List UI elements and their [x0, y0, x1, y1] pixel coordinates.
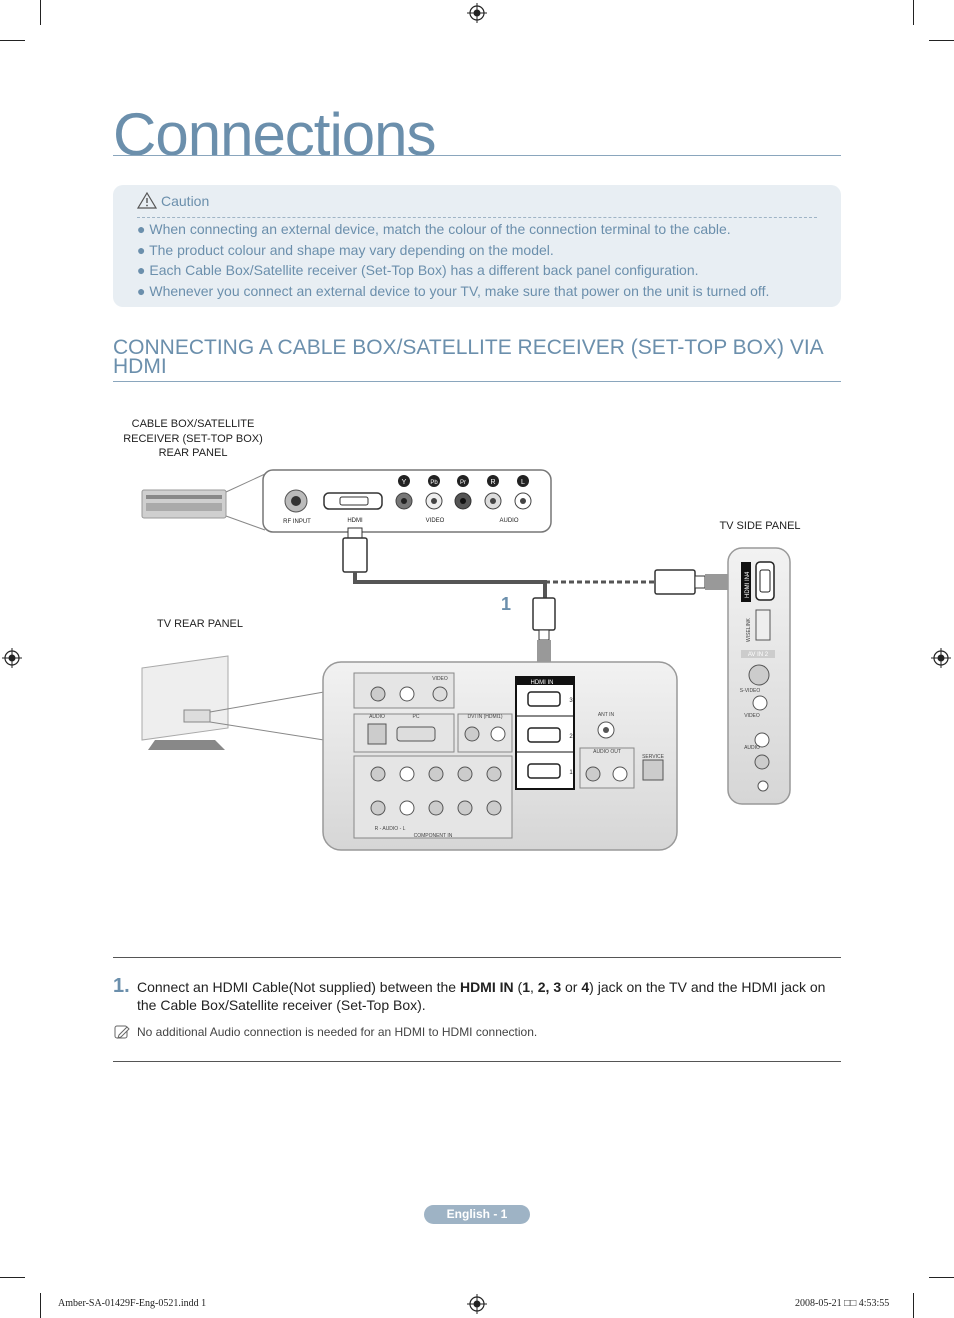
- crop-mark: [913, 0, 914, 25]
- registration-mark-icon: [931, 648, 951, 668]
- audio-lr-label: R - AUDIO - L: [375, 826, 406, 832]
- hdmi-cable: [343, 528, 745, 680]
- footer-filename: Amber-SA-01429F-Eng-0521.indd 1: [58, 1298, 206, 1309]
- step-text: Connect an HDMI Cable(Not supplied) betw…: [137, 978, 837, 1014]
- ant-in-label: ANT IN: [598, 712, 615, 718]
- warning-triangle-icon: [137, 192, 157, 209]
- divider: [113, 957, 841, 958]
- crop-mark: [929, 40, 954, 41]
- step-number: 1.: [113, 975, 130, 998]
- av-in2-label: AV IN 2: [748, 652, 769, 658]
- section-title: CONNECTING A CABLE BOX/SATELLITE RECEIVE…: [113, 338, 841, 376]
- r-label: R: [490, 479, 495, 486]
- crop-mark: [40, 0, 41, 25]
- section-underline: [113, 381, 841, 382]
- hdmi-in4-label: HDMI IN4: [745, 571, 751, 598]
- dvi-in-label: DVI IN (HDMI1): [468, 714, 503, 720]
- y-label: Y: [402, 479, 407, 486]
- crop-mark: [0, 1277, 25, 1278]
- crop-mark: [913, 1293, 914, 1318]
- hdmi-port-label: HDMI: [347, 518, 363, 524]
- s-video-label: S-VIDEO: [740, 688, 761, 694]
- rf-input-label: RF INPUT: [283, 519, 311, 525]
- footer-timestamp: 2008-05-21 □□ 4:53:55: [795, 1298, 889, 1309]
- component-in-label: COMPONENT IN: [414, 833, 453, 839]
- caution-item: ● The product colour and shape may vary …: [137, 240, 769, 261]
- caution-item: ● Whenever you connect an external devic…: [137, 281, 769, 302]
- note-pencil-icon: [114, 1024, 130, 1040]
- audio-port-label: AUDIO: [499, 518, 518, 524]
- caution-list: ● When connecting an external device, ma…: [137, 219, 769, 302]
- stb-rear-panel: Y Pb Pr R L RF INPUT HDMI VIDEO AUDIO: [263, 470, 551, 532]
- caution-item: ● Each Cable Box/Satellite receiver (Set…: [137, 260, 769, 281]
- registration-mark-icon: [467, 3, 487, 23]
- video-port-label: VIDEO: [426, 518, 445, 524]
- pc-audio-label: AUDIO: [369, 714, 385, 720]
- crop-mark: [0, 40, 25, 41]
- pb-label: Pb: [430, 480, 438, 486]
- divider: [113, 1061, 841, 1062]
- service-label: SERVICE: [642, 754, 665, 760]
- crop-mark: [40, 1293, 41, 1318]
- caution-item: ● When connecting an external device, ma…: [137, 219, 769, 240]
- title-underline: [113, 155, 841, 156]
- note-text: No additional Audio connection is needed…: [137, 1025, 537, 1039]
- caution-divider: [137, 217, 817, 218]
- hdmi-in-label: HDMI IN: [531, 680, 554, 686]
- side-video-label: VIDEO: [744, 713, 760, 719]
- l-label: L: [521, 479, 525, 486]
- video-in-label: VIDEO: [432, 676, 448, 682]
- tv-thumbnail: [142, 656, 324, 750]
- side-audio-label: AUDIO: [744, 745, 760, 751]
- connection-diagram: Y Pb Pr R L RF INPUT HDMI VIDEO AUDIO 1: [130, 460, 830, 860]
- pr-label: Pr: [460, 480, 466, 486]
- pc-label: PC: [413, 714, 420, 720]
- caution-heading: Caution: [137, 192, 209, 209]
- registration-mark-icon: [467, 1294, 487, 1314]
- tv-rear-panel: HDMI IN 3 2 1 ANT IN AUDIO OUT SERVICE V…: [323, 662, 677, 850]
- tv-side-panel: HDMI IN4 WISELINK AV IN 2 S-VIDEO VIDEO …: [728, 548, 790, 804]
- registration-mark-icon: [2, 648, 22, 668]
- page-number-badge: English - 1: [424, 1205, 530, 1224]
- stb-rear-panel-label: CABLE BOX/SATELLITE RECEIVER (SET-TOP BO…: [113, 417, 273, 461]
- cable-number-label: 1: [501, 594, 511, 614]
- wiselink-label: WISELINK: [746, 617, 752, 642]
- audio-out-label: AUDIO OUT: [593, 749, 621, 755]
- crop-mark: [929, 1277, 954, 1278]
- page-title: Connections: [113, 100, 436, 170]
- set-top-box-thumbnail: [142, 474, 265, 530]
- caution-heading-text: Caution: [161, 193, 209, 209]
